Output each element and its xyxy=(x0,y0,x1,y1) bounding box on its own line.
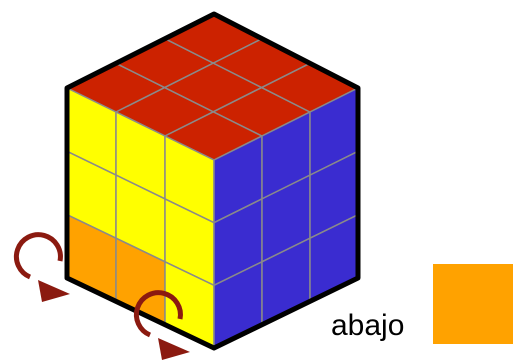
caption-label: abajo xyxy=(331,309,404,343)
color-swatch xyxy=(433,264,513,344)
rotation-arrow-icon xyxy=(16,235,70,302)
